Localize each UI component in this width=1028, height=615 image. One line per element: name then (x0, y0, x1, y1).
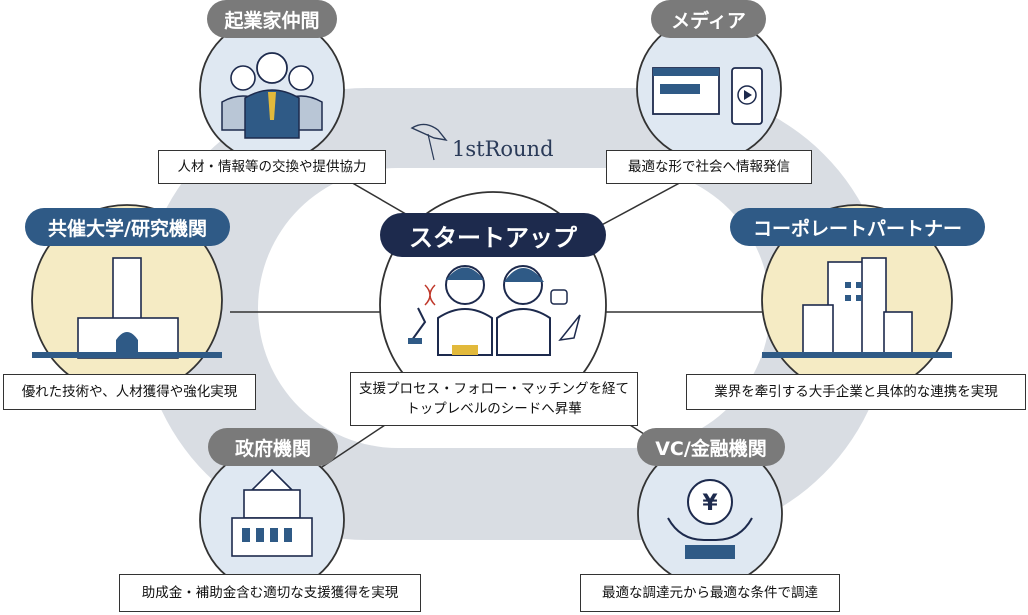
entrepreneurs-description: 人材・情報等の交換や提供協力 (158, 150, 386, 184)
university-tag: 共催大学/研究機関 (25, 208, 230, 246)
vc-tag: VC/金融機関 (637, 428, 785, 466)
startup-description-line-2: トップレベルのシードへ昇華 (406, 401, 582, 417)
startup-description: 支援プロセス・フォロー・マッチングを経て トップレベルのシードへ昇華 (350, 372, 638, 426)
government-tag: 政府機関 (208, 428, 338, 466)
media-tag: メディア (651, 0, 766, 38)
yen-coin-hands-icon: ¥ (667, 479, 753, 559)
corporate-tag: コーポレートパートナー (730, 208, 985, 246)
business-people-icon (221, 52, 323, 139)
hummingbird-icon (410, 123, 448, 161)
startup-team-icon (408, 265, 581, 356)
media-description: 最適な形で社会へ情報発信 (606, 150, 812, 184)
government-building-icon (231, 468, 313, 557)
corporate-description: 業界を牽引する大手企業と具体的な連携を実現 (686, 374, 1026, 410)
startup-tag: スタートアップ (380, 213, 606, 257)
office-buildings-icon (762, 257, 952, 358)
screens-icon (652, 67, 763, 125)
vc-description: 最適な調達元から最適な条件で調達 (580, 574, 840, 612)
university-description: 優れた技術や、人材獲得や強化実現 (3, 374, 256, 410)
university-building-icon (32, 257, 222, 359)
svg-text:¥: ¥ (702, 491, 718, 516)
entrepreneurs-tag: 起業家仲間 (207, 0, 337, 38)
startup-description-line-1: 支援プロセス・フォロー・マッチングを経て (359, 381, 629, 397)
government-description: 助成金・補助金含む適切な支援獲得を実現 (119, 574, 421, 612)
logo-text: 1stRound (452, 137, 554, 161)
